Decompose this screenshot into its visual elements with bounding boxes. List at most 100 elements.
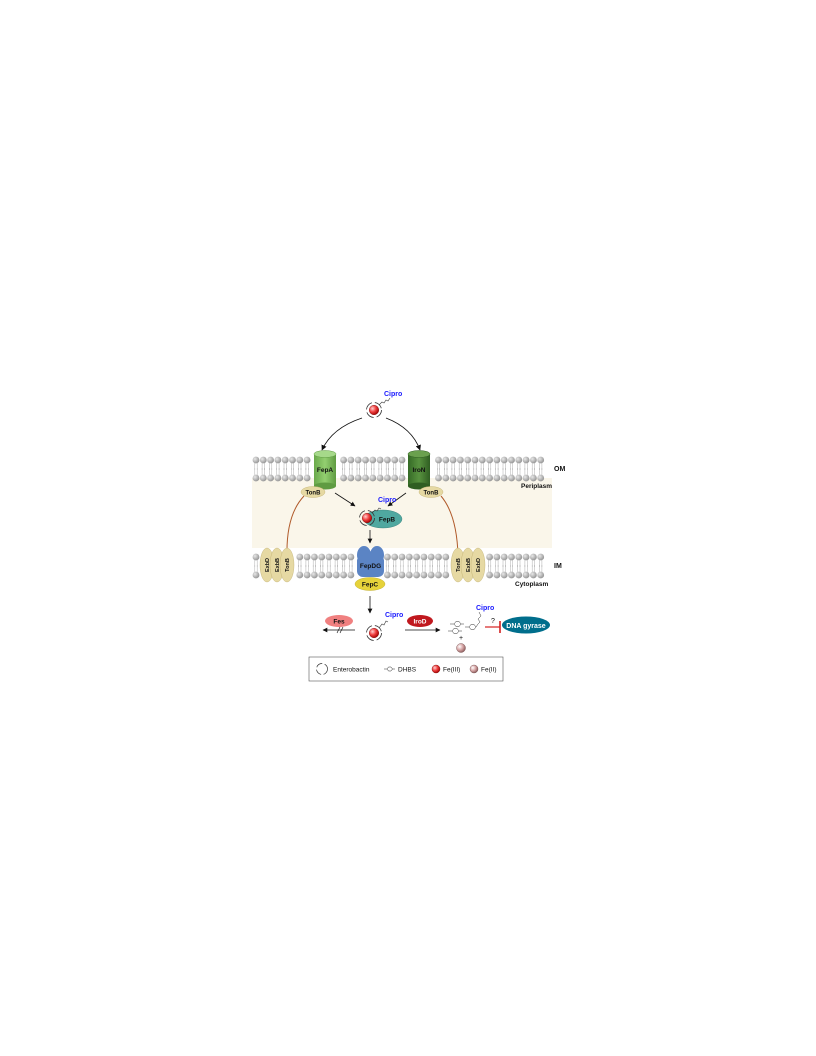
lipid-head — [296, 553, 304, 561]
lipid-head — [493, 474, 501, 482]
lipid-head — [347, 553, 355, 561]
lipid-head — [303, 474, 311, 482]
lipid-head — [267, 456, 274, 464]
lipid-head — [449, 474, 457, 482]
lipid-head — [486, 553, 493, 561]
legend-fe2: Fe(II) — [481, 667, 497, 674]
lipid-head — [384, 571, 391, 579]
lipid-head — [420, 553, 428, 561]
iroD-label: IroD — [414, 619, 427, 626]
plus-sign: + — [459, 635, 463, 642]
lipid-head — [340, 474, 347, 482]
lipid-head — [252, 571, 260, 579]
fepB-label: FepB — [379, 517, 396, 524]
lipid-head — [442, 474, 450, 482]
lipid-head — [369, 474, 377, 482]
fepC-label: FepC — [362, 582, 379, 589]
lipid-head — [413, 553, 420, 561]
lipid-head — [332, 571, 340, 579]
lipid-head — [493, 456, 501, 464]
lipid-head — [500, 553, 508, 561]
lipid-head — [252, 474, 260, 482]
tonB-oval-left — [300, 486, 326, 498]
left-complex-label-0: ExbD — [265, 558, 271, 572]
periplasm-region — [252, 478, 552, 548]
lipid-head — [340, 571, 347, 579]
lipid-head — [515, 456, 523, 464]
lipid-head — [340, 456, 347, 464]
fe2-ion-released — [456, 643, 466, 653]
lipid-head — [435, 571, 442, 579]
lipid-head — [500, 456, 508, 464]
legend-enterobactin: Enterobactin — [333, 667, 370, 674]
cipro-label-top: Cipro — [384, 391, 402, 398]
legend-enterobactin-icon — [316, 663, 328, 675]
lipid-head — [354, 474, 362, 482]
cipro-label-periplasm: Cipro — [378, 497, 396, 504]
lipid-head — [537, 456, 545, 464]
lipid-head — [522, 571, 530, 579]
enterobactin-complex-cytoplasm — [366, 620, 389, 641]
lipid-head — [325, 553, 333, 561]
lipid-head — [259, 474, 267, 482]
tonB-oval-right — [418, 486, 444, 498]
lipid-head — [508, 553, 515, 561]
arrow-fepA-to-fepB — [334, 492, 356, 507]
lipid-head — [252, 553, 260, 561]
cipro-label-hydrolyzed: Cipro — [476, 605, 494, 612]
fepC-protein — [354, 577, 386, 591]
lipid-head — [391, 553, 399, 561]
lipid-head — [391, 456, 399, 464]
question-mark: ? — [491, 618, 495, 625]
lipid-head — [486, 474, 493, 482]
lipid-head — [325, 571, 333, 579]
legend: Enterobactin DHBS Fe(III) Fe(II) — [308, 656, 504, 682]
lipid-head — [354, 456, 362, 464]
lipid-head — [493, 571, 501, 579]
lipid-head — [508, 571, 515, 579]
lipid-head — [530, 474, 537, 482]
iroD-enzyme — [407, 615, 433, 627]
lipid-head — [530, 553, 537, 561]
lipid-head — [508, 474, 515, 482]
lipid-head — [508, 456, 515, 464]
right-complex-label-1: ExbB — [466, 558, 472, 572]
lipid-head — [435, 456, 442, 464]
lipid-head — [376, 456, 384, 464]
lipid-head — [303, 571, 311, 579]
enterobactin-cipro-complex-top — [366, 397, 391, 418]
lipid-head — [398, 474, 406, 482]
dhbs-fragments — [448, 611, 482, 634]
legend-dhbs: DHBS — [398, 667, 417, 674]
lipid-head — [442, 553, 450, 561]
lipid-head — [427, 553, 435, 561]
lipid-head — [405, 553, 413, 561]
lipid-head — [303, 456, 311, 464]
fepA-label: FepA — [317, 467, 334, 474]
lipid-head — [274, 456, 282, 464]
lipid-head — [340, 553, 347, 561]
lipid-head — [405, 571, 413, 579]
right-complex-label-2: ExbD — [476, 558, 482, 572]
lipid-head — [391, 571, 399, 579]
lipid-head — [493, 553, 501, 561]
lipid-head — [464, 456, 472, 464]
om-label: OM — [554, 466, 565, 473]
lipid-head — [530, 456, 537, 464]
im-label: IM — [554, 563, 562, 570]
lipid-tails — [254, 560, 543, 572]
lipid-head — [515, 553, 523, 561]
lipid-head — [289, 474, 296, 482]
periplasm-label: Periplasm — [521, 483, 552, 490]
arrow-iroN-to-fepB — [387, 492, 407, 507]
lipid-head — [515, 571, 523, 579]
lipid-head — [530, 571, 537, 579]
legend-dhbs-icon — [384, 666, 395, 672]
lipid-head — [537, 553, 545, 561]
lipid-head — [274, 474, 282, 482]
lipid-head — [398, 553, 406, 561]
lipid-head — [413, 571, 420, 579]
lipid-head — [347, 571, 355, 579]
dna-gyrase-label: DNA gyrase — [506, 623, 546, 630]
